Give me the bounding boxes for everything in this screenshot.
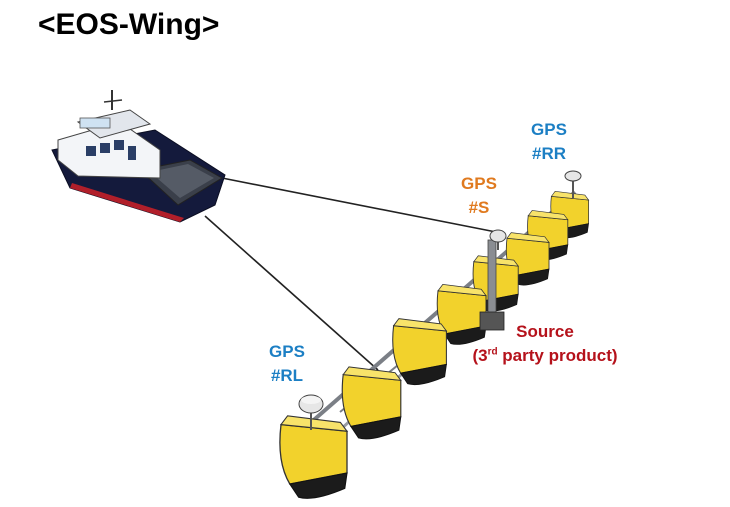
label-gps-rl: GPS #RL: [258, 340, 316, 388]
label-source-line1: Source: [516, 322, 574, 341]
label-gps-rr: GPS #RR: [520, 118, 578, 166]
label-gps-rr-line2: #RR: [531, 144, 566, 163]
label-gps-s-line1: GPS: [461, 174, 497, 193]
label-source-line2: (3rd party product): [472, 346, 618, 365]
label-gps-s: GPS #S: [452, 172, 506, 220]
label-gps-s-line2: #S: [468, 198, 490, 217]
tow-line-port: [204, 215, 379, 371]
tow-lines: [204, 177, 497, 371]
label-source: Source (3rd party product): [460, 320, 630, 368]
label-gps-rr-line1: GPS: [531, 120, 567, 139]
gps-unit-rr: [564, 170, 582, 198]
float-8: [279, 415, 348, 499]
page-title: <EOS-Wing>: [38, 8, 220, 41]
tow-line-starboard: [221, 177, 497, 233]
gps-unit-rl: [298, 394, 324, 430]
label-gps-rl-line1: GPS: [269, 342, 305, 361]
gps-unit-s: [489, 229, 507, 250]
float-7: [341, 366, 402, 440]
label-gps-rl-line2: #RL: [270, 366, 304, 385]
tow-vessel: [51, 90, 226, 223]
